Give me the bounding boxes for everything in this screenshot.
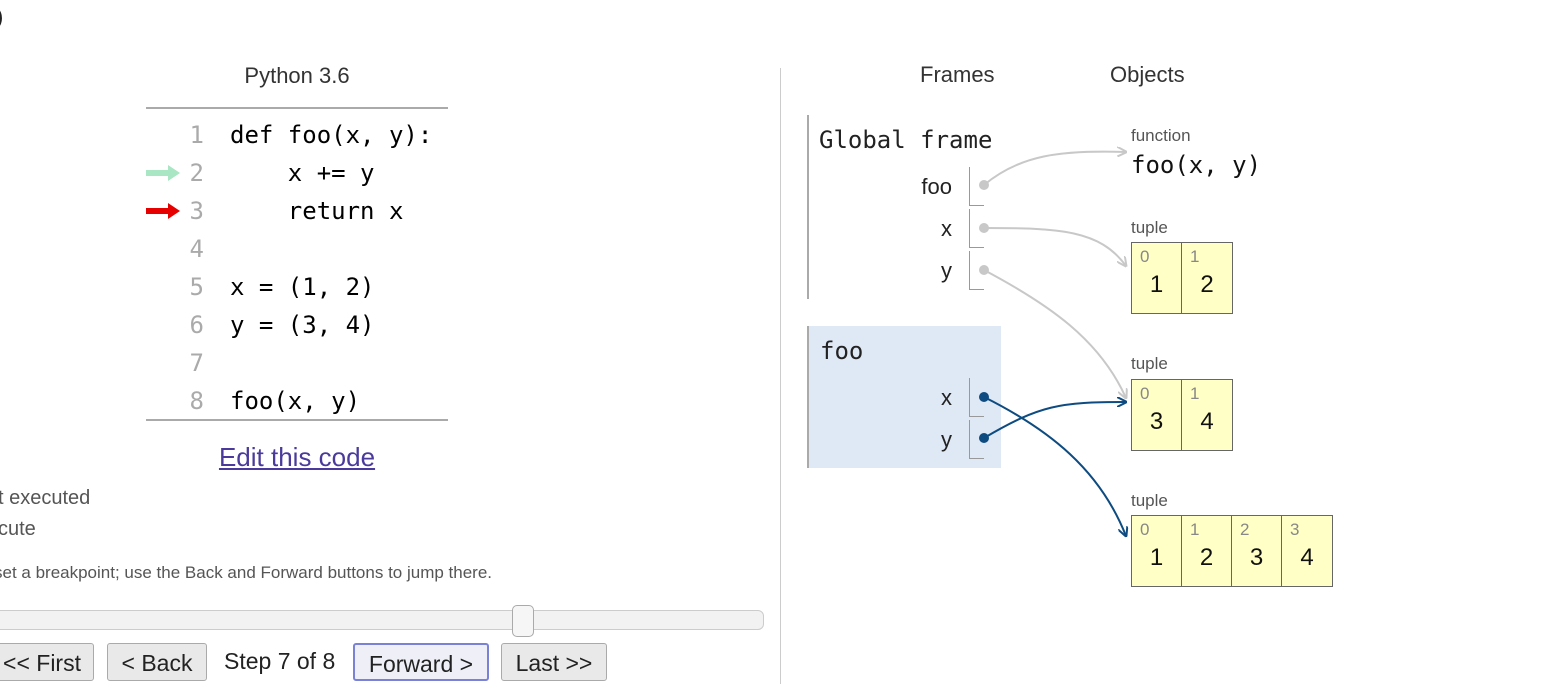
forward-button[interactable]: Forward >	[353, 643, 489, 681]
function-signature: foo(x, y)	[1131, 151, 1262, 179]
foo-frame	[807, 326, 1001, 468]
var-x: x	[941, 216, 952, 241]
code-text: y = (3, 4)	[230, 311, 375, 339]
line-number: 8	[189, 387, 204, 415]
tuple-index: 1	[1190, 384, 1200, 403]
var-x: x	[941, 385, 952, 410]
frames-header: Frames	[920, 62, 995, 87]
code-line: 5 x = (1, 2)	[146, 267, 448, 305]
code-text: x += y	[230, 159, 375, 187]
global-foo-pointer	[979, 152, 1126, 190]
tuple-value: 2	[1199, 544, 1214, 571]
foo-x-pointer	[979, 392, 1126, 536]
var-value-box	[969, 420, 984, 459]
code-text: def foo(x, y):	[230, 121, 433, 149]
next-line-arrow-icon	[146, 203, 180, 219]
prev-line-arrow-icon	[146, 165, 180, 181]
tuple-index: 2	[1240, 520, 1250, 539]
global-x-pointer	[979, 223, 1126, 266]
tuple-value: 1	[1149, 271, 1164, 298]
line-number: 7	[189, 349, 204, 377]
code-line: 2 x += y	[146, 153, 448, 191]
line-number: 3	[189, 197, 204, 225]
tuple-index: 1	[1190, 520, 1200, 539]
code-text: x = (1, 2)	[230, 273, 375, 301]
tuple-value: 2	[1200, 271, 1214, 298]
var-y: y	[941, 427, 952, 452]
foo-y-pointer	[979, 402, 1126, 443]
truncated-paren: )	[0, 4, 3, 30]
tuple-index: 0	[1140, 520, 1150, 539]
language-label: Python 3.6	[244, 63, 350, 88]
code-line: 1 def foo(x, y):	[146, 115, 448, 153]
var-value-box	[969, 209, 984, 248]
back-button[interactable]: < Back	[107, 643, 207, 681]
var-foo: foo	[921, 174, 952, 199]
global-frame	[807, 115, 1001, 299]
tuple-value: 1	[1149, 544, 1164, 571]
line-number: 5	[189, 273, 204, 301]
tuple-index: 0	[1140, 247, 1150, 266]
tuple-index: 0	[1140, 384, 1150, 403]
step-slider[interactable]	[0, 610, 764, 630]
global-y-pointer	[979, 265, 1126, 398]
object-type-label: tuple	[1131, 491, 1168, 510]
line-number: 1	[189, 121, 204, 149]
code-line: 3 return x	[146, 191, 448, 229]
step-counter: Step 7 of 8	[224, 648, 336, 674]
code-text: foo(x, y)	[230, 387, 361, 415]
var-value-box	[969, 251, 984, 290]
code-text: return x	[230, 197, 404, 225]
object-type-label: tuple	[1131, 354, 1168, 373]
objects-header: Objects	[1110, 62, 1185, 87]
tuple-value: 4	[1200, 408, 1214, 435]
var-y: y	[941, 258, 952, 283]
tuple-value: 3	[1149, 408, 1164, 435]
code-listing: 1 def foo(x, y): 2 x += y 3 return x 4 5…	[146, 107, 448, 421]
tuple-index: 1	[1190, 247, 1200, 266]
var-value-box	[969, 167, 984, 206]
breakpoint-hint: set a breakpoint; use the Back and Forwa…	[0, 563, 493, 582]
tuple-index: 3	[1290, 520, 1300, 539]
line-number: 6	[189, 311, 204, 339]
edit-code-link[interactable]: Edit this code	[218, 442, 376, 472]
object-type-label: function	[1131, 126, 1191, 145]
last-button[interactable]: Last >>	[501, 643, 607, 681]
tuple-value: 3	[1249, 544, 1264, 571]
legend-to-execute: cute	[0, 518, 36, 540]
tuple-value: 4	[1300, 544, 1314, 571]
step-slider-handle[interactable]	[512, 605, 534, 637]
code-line: 4	[146, 229, 448, 267]
line-number: 2	[189, 159, 204, 187]
frame-title: foo	[820, 337, 864, 365]
object-type-label: tuple	[1131, 218, 1168, 237]
panel-divider	[780, 68, 781, 684]
frame-title: Global frame	[819, 126, 993, 154]
first-button[interactable]: << First	[0, 643, 94, 681]
legend-just-executed: t executed	[0, 487, 91, 509]
var-value-box	[969, 378, 984, 417]
code-line: 6 y = (3, 4)	[146, 305, 448, 343]
code-line: 8 foo(x, y)	[146, 381, 448, 419]
code-line: 7	[146, 343, 448, 381]
line-number: 4	[189, 235, 204, 263]
